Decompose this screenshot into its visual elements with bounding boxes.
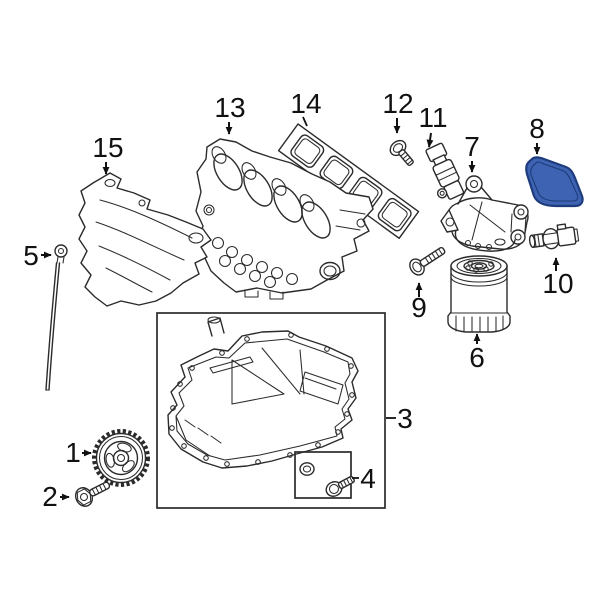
callout-12[interactable]: 12 xyxy=(382,88,413,119)
callout-13[interactable]: 13 xyxy=(214,92,245,123)
callout-4[interactable]: 4 xyxy=(360,463,376,494)
part-2-bolt-drawing[interactable] xyxy=(73,476,114,509)
part-11-solenoid-drawing[interactable] xyxy=(419,142,466,203)
callout-7[interactable]: 7 xyxy=(464,131,480,162)
callout-2[interactable]: 2 xyxy=(42,481,58,512)
callout-11[interactable]: 11 xyxy=(418,102,447,133)
part-6-oil-filter-drawing[interactable] xyxy=(447,255,511,333)
part-10-oil-pressure-sensor-drawing[interactable] xyxy=(528,223,580,252)
callout-1[interactable]: 1 xyxy=(65,437,81,468)
callout-3[interactable]: 3 xyxy=(397,403,413,434)
callout-8[interactable]: 8 xyxy=(529,113,545,144)
callout-11-arrow xyxy=(426,132,434,148)
callout-5[interactable]: 5 xyxy=(23,240,39,271)
callout-6[interactable]: 6 xyxy=(469,342,485,373)
part-1-crankshaft-pulley-drawing[interactable] xyxy=(92,429,150,487)
callout-15[interactable]: 15 xyxy=(92,132,123,163)
part-8-highlighted-gasket-drawing[interactable] xyxy=(525,156,584,208)
part-3-oil-pan-box[interactable] xyxy=(156,312,386,509)
part-5-dipstick-drawing[interactable] xyxy=(45,244,68,391)
part-13-intake-manifold-drawing[interactable] xyxy=(195,138,374,300)
callout-9[interactable]: 9 xyxy=(411,292,427,323)
callout-10[interactable]: 10 xyxy=(542,268,573,299)
part-9-bolt-drawing[interactable] xyxy=(407,242,449,277)
callout-14-leader xyxy=(302,116,308,127)
callout-14[interactable]: 14 xyxy=(290,88,321,119)
part-7-oil-filter-adapter-drawing[interactable] xyxy=(440,175,529,252)
part-15-engine-cover-drawing[interactable] xyxy=(78,172,212,307)
